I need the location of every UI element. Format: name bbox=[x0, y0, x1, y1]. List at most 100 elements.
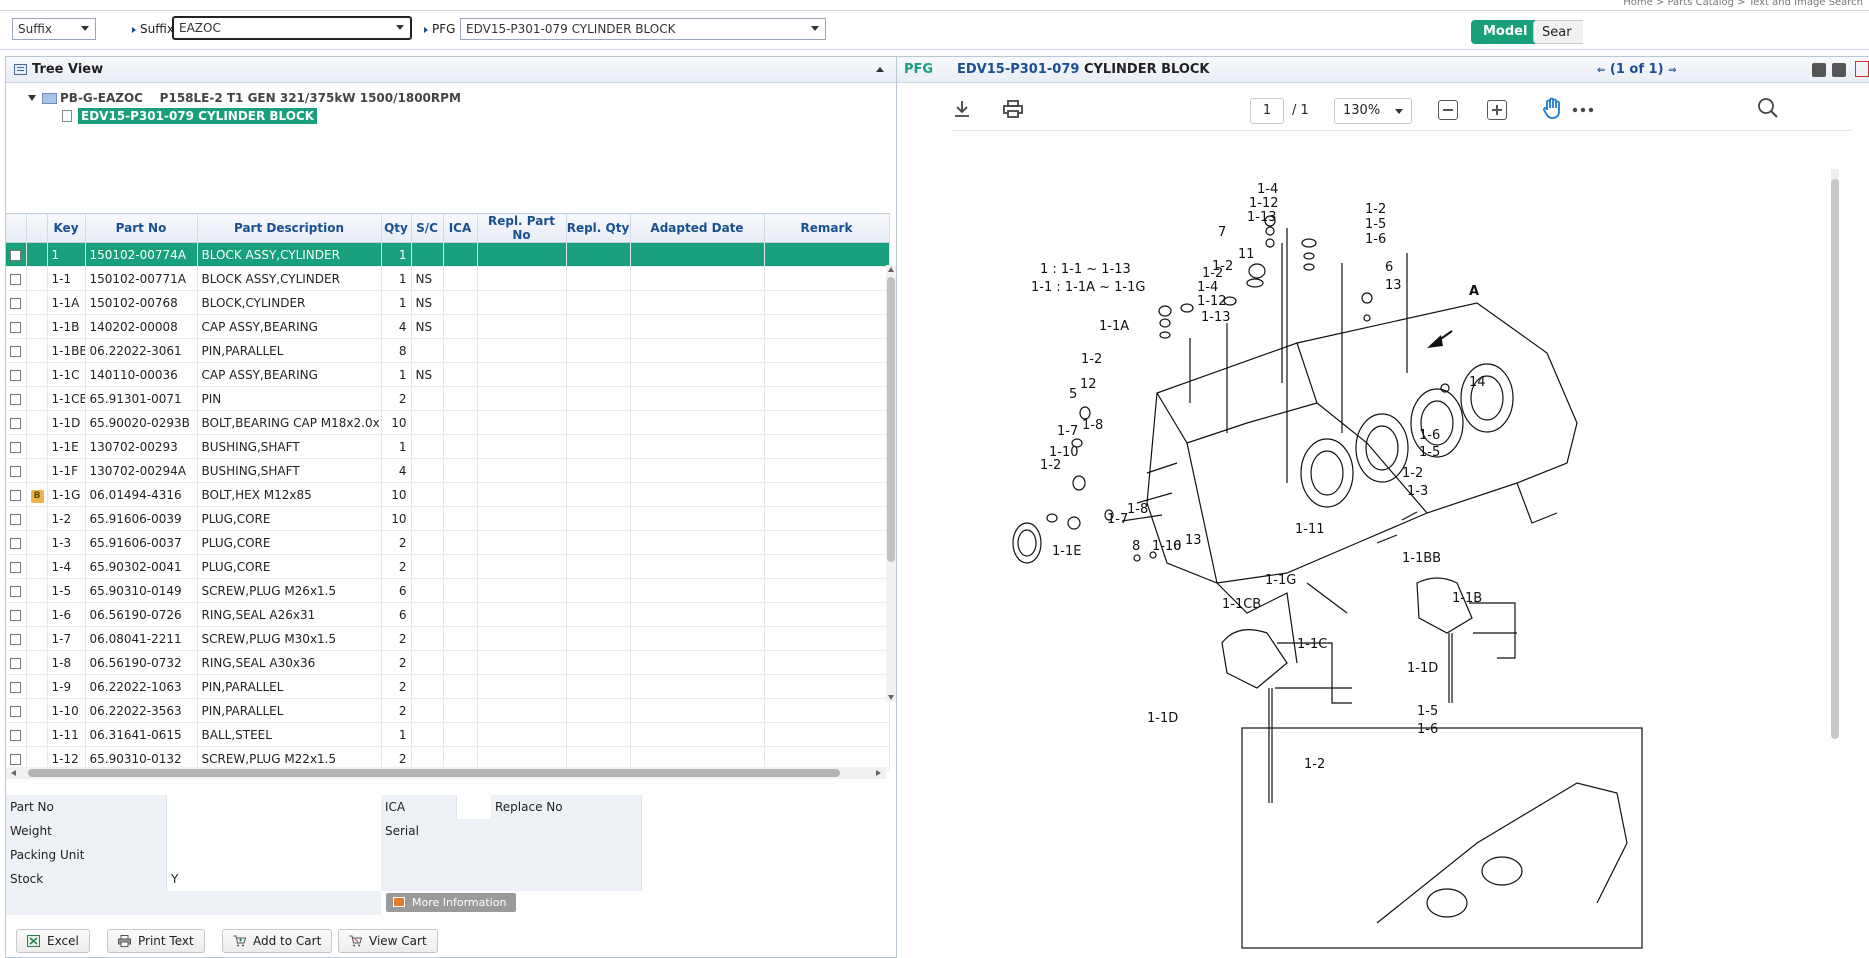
callout-label[interactable]: 1-1C bbox=[1297, 637, 1327, 652]
checkbox[interactable] bbox=[10, 298, 21, 309]
table-row[interactable]: 1-265.91606-0039PLUG,CORE10 bbox=[6, 507, 889, 531]
checkbox[interactable] bbox=[10, 658, 21, 669]
callout-label[interactable]: 1-2 bbox=[1202, 266, 1223, 281]
callout-label[interactable]: 1-4 bbox=[1197, 280, 1218, 295]
callout-label[interactable]: 1-5 bbox=[1365, 217, 1386, 232]
header-qty[interactable]: Qty bbox=[381, 214, 411, 243]
header-part-no[interactable]: Part No bbox=[85, 214, 197, 243]
view-cart-button[interactable]: View Cart bbox=[338, 929, 438, 953]
callout-label[interactable]: 6 bbox=[1385, 260, 1393, 275]
callout-label[interactable]: 11 bbox=[1238, 247, 1255, 262]
checkbox[interactable] bbox=[10, 634, 21, 645]
header-key[interactable]: Key bbox=[47, 214, 85, 243]
checkbox[interactable] bbox=[10, 466, 21, 477]
scroll-down-icon[interactable] bbox=[888, 695, 894, 700]
table-row[interactable]: 1-1C140110-00036CAP ASSY,BEARING1NS bbox=[6, 363, 889, 387]
callout-label[interactable]: 1-2 bbox=[1304, 757, 1325, 772]
callout-label[interactable]: 5 bbox=[1069, 387, 1077, 402]
table-row[interactable]: 1-565.90310-0149SCREW,PLUG M26x1.56 bbox=[6, 579, 889, 603]
pfg-select[interactable]: EDV15-P301-079 CYLINDER BLOCK bbox=[460, 18, 826, 40]
search-icon[interactable] bbox=[1757, 97, 1779, 119]
zoom-select[interactable]: 130% bbox=[1334, 98, 1412, 124]
hand-tool-icon[interactable] bbox=[1542, 96, 1564, 120]
callout-label[interactable]: 1-3 bbox=[1407, 484, 1428, 499]
checkbox[interactable] bbox=[10, 442, 21, 453]
table-row[interactable]: 1-365.91606-0037PLUG,CORE2 bbox=[6, 531, 889, 555]
scroll-thumb[interactable] bbox=[1831, 179, 1839, 739]
callout-label[interactable]: 1-12 bbox=[1197, 294, 1227, 309]
last-page-icon[interactable]: ⇒ bbox=[1668, 65, 1676, 76]
scroll-left-icon[interactable] bbox=[11, 770, 16, 776]
table-row[interactable]: 1-1A150102-00768BLOCK,CYLINDER1NS bbox=[6, 291, 889, 315]
more-options-icon[interactable] bbox=[1572, 107, 1594, 113]
bulletin-badge[interactable]: B bbox=[31, 490, 44, 503]
table-row[interactable]: 1-1006.22022-3563PIN,PARALLEL2 bbox=[6, 699, 889, 723]
pdf-icon[interactable] bbox=[1855, 61, 1869, 77]
callout-label[interactable]: 1-6 bbox=[1419, 428, 1440, 443]
search-button[interactable]: Sear bbox=[1533, 20, 1583, 44]
checkbox[interactable] bbox=[10, 562, 21, 573]
table-row[interactable]: 1-465.90302-0041PLUG,CORE2 bbox=[6, 555, 889, 579]
callout-label[interactable]: 1-1B bbox=[1452, 591, 1482, 606]
header-ica[interactable]: ICA bbox=[443, 214, 477, 243]
table-row[interactable]: 1-1D65.90020-0293BBOLT,BEARING CAP M18x2… bbox=[6, 411, 889, 435]
scroll-right-icon[interactable] bbox=[876, 770, 881, 776]
callout-label[interactable]: 1-1D bbox=[1147, 711, 1178, 726]
scroll-thumb[interactable] bbox=[887, 277, 895, 562]
first-page-icon[interactable]: ⇐ bbox=[1597, 65, 1605, 76]
model-button[interactable]: Model bbox=[1471, 20, 1539, 44]
header-repl-part-no[interactable]: Repl. Part No bbox=[477, 214, 566, 243]
callout-label[interactable]: 1-2 bbox=[1081, 352, 1102, 367]
download-icon[interactable] bbox=[952, 99, 972, 119]
prev-drawing-icon[interactable] bbox=[1812, 63, 1826, 77]
table-horizontal-scrollbar[interactable] bbox=[6, 767, 886, 779]
callout-label[interactable]: 1-1E bbox=[1052, 544, 1081, 559]
callout-label[interactable]: 1-11 bbox=[1295, 522, 1325, 537]
zoom-in-button[interactable] bbox=[1487, 100, 1507, 120]
checkbox[interactable] bbox=[10, 250, 21, 261]
checkbox[interactable] bbox=[10, 346, 21, 357]
callout-label[interactable]: 1 : 1-1 ~ 1-13 bbox=[1040, 262, 1131, 277]
callout-label[interactable]: 13 bbox=[1185, 533, 1202, 548]
table-row[interactable]: 1150102-00774ABLOCK ASSY,CYLINDER1 bbox=[6, 243, 889, 267]
checkbox[interactable] bbox=[10, 514, 21, 525]
table-row[interactable]: 1-1F130702-00294ABUSHING,SHAFT4 bbox=[6, 459, 889, 483]
callout-label[interactable]: A bbox=[1469, 284, 1479, 299]
callout-label[interactable]: 1-8 bbox=[1082, 418, 1103, 433]
add-to-cart-button[interactable]: Add to Cart bbox=[222, 929, 332, 953]
suffix-input[interactable]: EAZOC bbox=[172, 16, 412, 40]
checkbox[interactable] bbox=[10, 370, 21, 381]
header-part-description[interactable]: Part Description bbox=[197, 214, 381, 243]
checkbox[interactable] bbox=[10, 418, 21, 429]
callout-label[interactable]: 1-5 bbox=[1419, 445, 1440, 460]
checkbox[interactable] bbox=[10, 754, 21, 765]
zoom-out-button[interactable] bbox=[1438, 100, 1458, 120]
checkbox[interactable] bbox=[10, 730, 21, 741]
scroll-up-icon[interactable] bbox=[888, 267, 894, 272]
scroll-thumb[interactable] bbox=[28, 769, 840, 777]
callout-label[interactable]: 1-1D bbox=[1407, 661, 1438, 676]
callout-label[interactable]: 6 bbox=[1173, 539, 1181, 554]
callout-label[interactable]: 1-13 bbox=[1247, 210, 1277, 225]
callout-label[interactable]: 8 bbox=[1132, 539, 1140, 554]
pdf-scrollbar[interactable] bbox=[1831, 169, 1839, 729]
callout-label[interactable]: 1-1G bbox=[1265, 573, 1296, 588]
table-row[interactable]: 1-906.22022-1063PIN,PARALLEL2 bbox=[6, 675, 889, 699]
callout-label[interactable]: 1-6 bbox=[1365, 232, 1386, 247]
table-row[interactable]: B1-1G06.01494-4316BOLT,HEX M12x8510 bbox=[6, 483, 889, 507]
more-information-button[interactable]: More Information bbox=[386, 893, 516, 912]
callout-label[interactable]: 7 bbox=[1218, 225, 1226, 240]
callout-label[interactable]: 14 bbox=[1469, 375, 1486, 390]
header-sc[interactable]: S/C bbox=[411, 214, 443, 243]
header-repl-qty[interactable]: Repl. Qty bbox=[566, 214, 630, 243]
table-row[interactable]: 1-1CB65.91301-0071PIN2 bbox=[6, 387, 889, 411]
callout-label[interactable]: 1-5 bbox=[1417, 704, 1438, 719]
callout-label[interactable]: 1-2 bbox=[1040, 458, 1061, 473]
table-row[interactable]: 1-806.56190-0732RING,SEAL A30x362 bbox=[6, 651, 889, 675]
callout-label[interactable]: 1-4 bbox=[1257, 182, 1278, 197]
checkbox[interactable] bbox=[10, 274, 21, 285]
table-row[interactable]: 1-1BB06.22022-3061PIN,PARALLEL8 bbox=[6, 339, 889, 363]
checkbox[interactable] bbox=[10, 682, 21, 693]
callout-label[interactable]: 1-6 bbox=[1417, 722, 1438, 737]
callout-label[interactable]: 1-2 bbox=[1365, 202, 1386, 217]
